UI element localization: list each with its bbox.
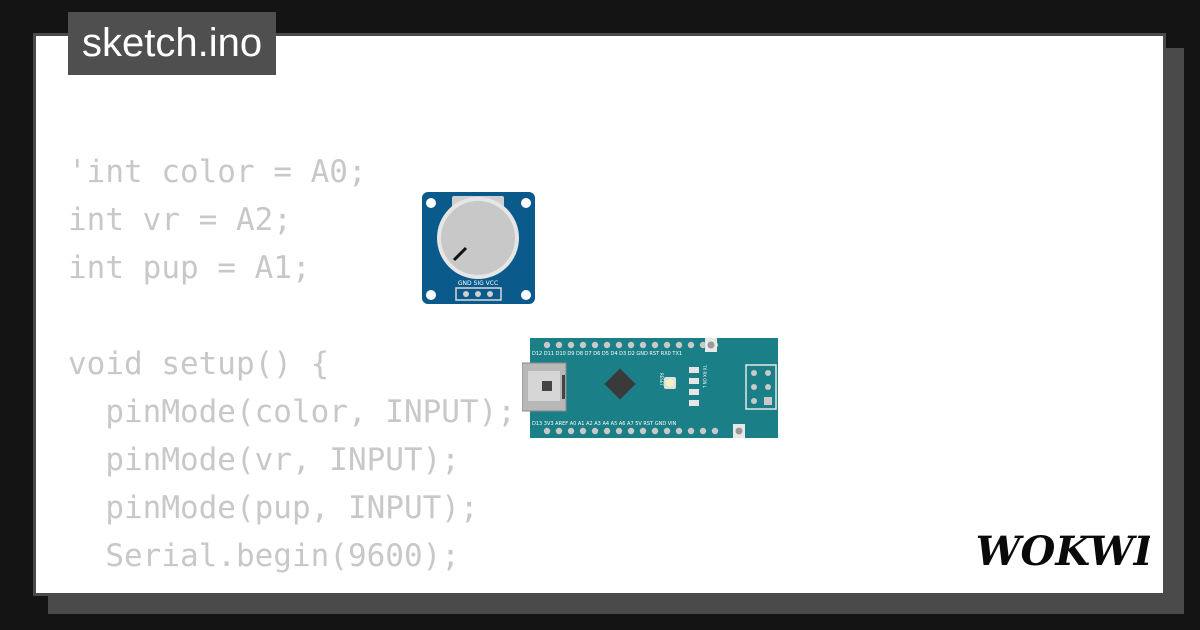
header-pin <box>567 427 575 435</box>
code-line: pinMode(color, INPUT); <box>68 394 516 430</box>
header-pin <box>627 341 635 349</box>
header-pin <box>663 427 671 435</box>
header-pin <box>555 427 563 435</box>
header-pin <box>591 341 599 349</box>
header-pin <box>651 427 659 435</box>
wokwi-logo-icon[interactable]: WOKWI <box>978 527 1150 575</box>
header-pin <box>663 341 671 349</box>
header-pin <box>639 427 647 435</box>
header-pin <box>543 427 551 435</box>
file-name: sketch.ino <box>82 21 263 65</box>
code-line: pinMode(pup, INPUT); <box>68 490 479 526</box>
nano-led-labels: TX RX ON L <box>702 364 707 389</box>
header-pin <box>651 341 659 349</box>
header-pin <box>543 341 551 349</box>
code-line: int pup = A1; <box>68 250 311 286</box>
header-pin <box>579 427 587 435</box>
pot-pin-labels: GND SIG VCC <box>458 280 498 287</box>
code-line: pinMode(vr, INPUT); <box>68 442 460 478</box>
code-line: int vr = A2; <box>68 202 292 238</box>
nano-bottom-pin-labels: D13 3V3 AREF A0 A1 A2 A3 A4 A5 A6 A7 5V … <box>532 421 677 427</box>
preview-card: 'int color = A0; int vr = A2; int pup = A1… <box>33 33 1166 596</box>
code-line: Serial.begin(9600); <box>68 538 460 574</box>
header-pin <box>627 427 635 435</box>
header-pin <box>567 341 575 349</box>
header-pin <box>699 341 707 349</box>
code-line: 'int color = A0; <box>68 154 367 190</box>
header-pin <box>603 341 611 349</box>
header-pin <box>711 427 719 435</box>
code-editor-preview: 'int color = A0; int vr = A2; int pup = A1… <box>68 148 516 580</box>
header-pin <box>615 427 623 435</box>
brand-name: WOKWI <box>978 528 1150 575</box>
header-pin <box>687 341 695 349</box>
nano-reset-label: RESET <box>659 373 664 386</box>
file-tab[interactable]: sketch.ino <box>68 12 277 75</box>
header-pin <box>555 341 563 349</box>
nano-top-pin-labels: D12 D11 D10 D9 D8 D7 D6 D5 D4 D3 D2 GND … <box>532 351 682 357</box>
header-pin <box>639 341 647 349</box>
arduino-nano-icon[interactable]: D12 D11 D10 D9 D8 D7 D6 D5 D4 D3 D2 GND … <box>522 337 778 439</box>
header-pin <box>699 427 707 435</box>
header-pin <box>675 427 683 435</box>
header-pin <box>591 427 599 435</box>
header-pin <box>675 341 683 349</box>
header-pin <box>615 341 623 349</box>
code-line: void setup() { <box>68 346 330 382</box>
header-pin <box>603 427 611 435</box>
header-pin <box>579 341 587 349</box>
potentiometer-module-icon[interactable]: GND SIG VCC <box>422 192 535 304</box>
header-pin <box>687 427 695 435</box>
